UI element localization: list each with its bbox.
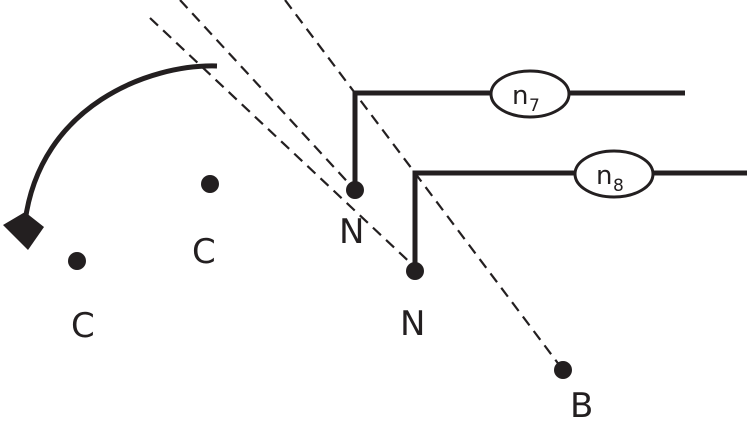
- atom-dot-n-lower: [406, 262, 424, 280]
- node-n8-subscript: 8: [613, 176, 624, 196]
- dashed-line-left: [149, 17, 419, 271]
- atom-dot-c-far: [68, 252, 86, 270]
- atom-dot-n-upper: [346, 181, 364, 199]
- dashed-line-right: [284, 0, 564, 371]
- atom-label-c-near: C: [192, 232, 216, 272]
- node-n7-label: n: [512, 81, 528, 111]
- atom-label-b: B: [570, 386, 593, 426]
- node-n8-label: n: [596, 161, 612, 191]
- node-n7: n 7: [489, 69, 571, 119]
- bond-n-upper-to-n7: [352, 90, 685, 190]
- curved-rotation-arrow-icon: [3, 63, 218, 250]
- node-n8: n 8: [573, 149, 655, 199]
- atom-label-n-upper: N: [339, 212, 364, 252]
- atom-label-n-lower: N: [400, 304, 425, 344]
- atom-label-c-far: C: [71, 306, 95, 346]
- dashed-line-middle: [179, 0, 356, 191]
- atom-dot-c-near: [201, 175, 219, 193]
- atom-dot-b: [554, 361, 572, 379]
- node-n7-subscript: 7: [529, 96, 540, 116]
